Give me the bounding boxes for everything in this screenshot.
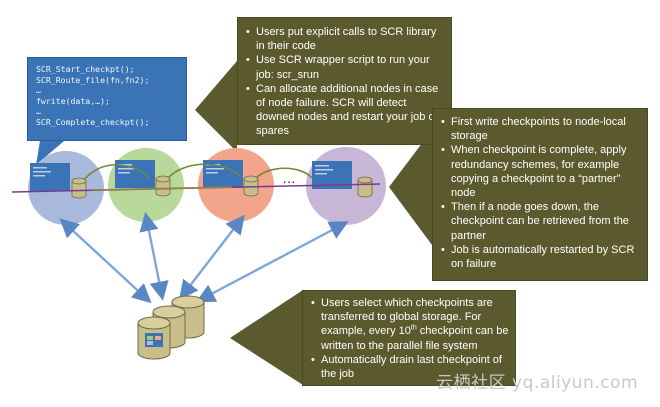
code-line: … [36,85,41,96]
scr-code-snippet: SCR_Start_checkpt(); SCR_Route_file(fn,f… [27,57,187,141]
callout-bottom-text-end: checkpoint can be written to the paralle… [321,325,509,352]
global-storage [137,295,205,360]
callout-top-item: Can allocate additional nodes in case of… [246,82,443,139]
callout-right-item: When checkpoint is complete, apply redun… [441,143,641,200]
code-line: SCR_Start_checkpt(); [36,64,135,74]
callout-right-item: Then if a node goes down, the checkpoint… [441,200,641,243]
code-line: … [36,106,41,117]
callout-bottom-item: Automatically drain last checkpoint of t… [311,353,509,381]
storage-arrow-1 [59,218,152,304]
callout-right-item: First write checkpoints to node-local st… [441,115,641,143]
nodes-ellipsis: … [282,170,296,186]
callout-bottom-arrow [230,290,303,385]
callout-bottom: Users select which checkpoints are trans… [302,290,516,386]
callout-top-item: Users put explicit calls to SCR library … [246,25,443,53]
callout-bottom-item: Users select which checkpoints are trans… [311,296,509,353]
callout-right: First write checkpoints to node-local st… [432,108,648,281]
callout-top-item: Use SCR wrapper script to run your job: … [246,53,443,81]
storage-arrow-4 [195,221,349,303]
callout-right-item: Job is automatically restarted by SCR on… [441,243,641,271]
callout-bottom-sup: th [410,324,417,332]
callout-right-arrow [389,130,432,245]
partner-copy-arrow-1 [83,163,151,181]
callout-bottom-text: Users select which checkpoints are trans… [321,297,493,338]
watermark: 云栖社区 yq.aliyun.com [436,373,638,393]
partner-copy-arrow-2 [167,163,241,179]
storage-screens [145,333,163,347]
code-line: SCR_Route_file(fn,fn2); [36,74,150,85]
callout-top: Users put explicit calls to SCR library … [237,17,452,145]
partner-copy-arrow-3 [255,167,313,179]
storage-arrow-2 [139,211,169,301]
code-line: SCR_Complete_checkpt(); [36,116,150,127]
code-line: fwrite(data,…); [36,95,110,106]
callout-top-arrow [195,61,237,152]
